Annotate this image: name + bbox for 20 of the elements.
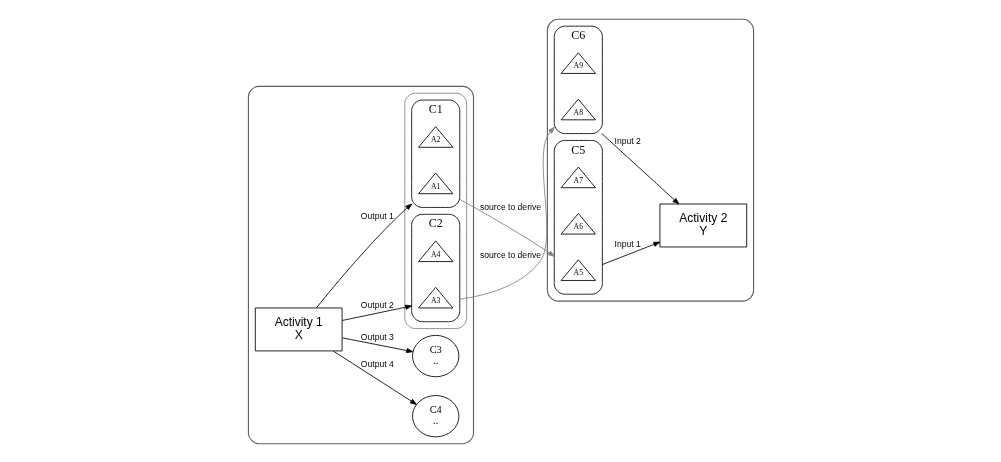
node-box: Activity 2 Y xyxy=(659,203,747,247)
edge-label: Output 4 xyxy=(360,358,394,369)
arrow xyxy=(315,203,412,308)
arrow xyxy=(341,304,412,321)
node-box: Activity 1 X xyxy=(254,307,342,351)
arrow xyxy=(458,126,555,300)
edge-label: Output 2 xyxy=(360,299,394,310)
edge-label: source to derive xyxy=(479,201,541,212)
arrow xyxy=(332,350,417,405)
edge-label: Input 1 xyxy=(614,238,641,249)
edge-label: Output 3 xyxy=(360,331,394,342)
arrow xyxy=(341,336,413,353)
arrow xyxy=(600,132,679,204)
arrow xyxy=(601,241,660,265)
arrow xyxy=(458,198,555,257)
cluster xyxy=(247,85,474,444)
node-ellipse: C3 .. xyxy=(411,334,459,377)
edge-label: source to derive xyxy=(479,249,541,260)
edge-label: Input 2 xyxy=(614,135,641,146)
edge-label: Output 1 xyxy=(360,210,394,221)
